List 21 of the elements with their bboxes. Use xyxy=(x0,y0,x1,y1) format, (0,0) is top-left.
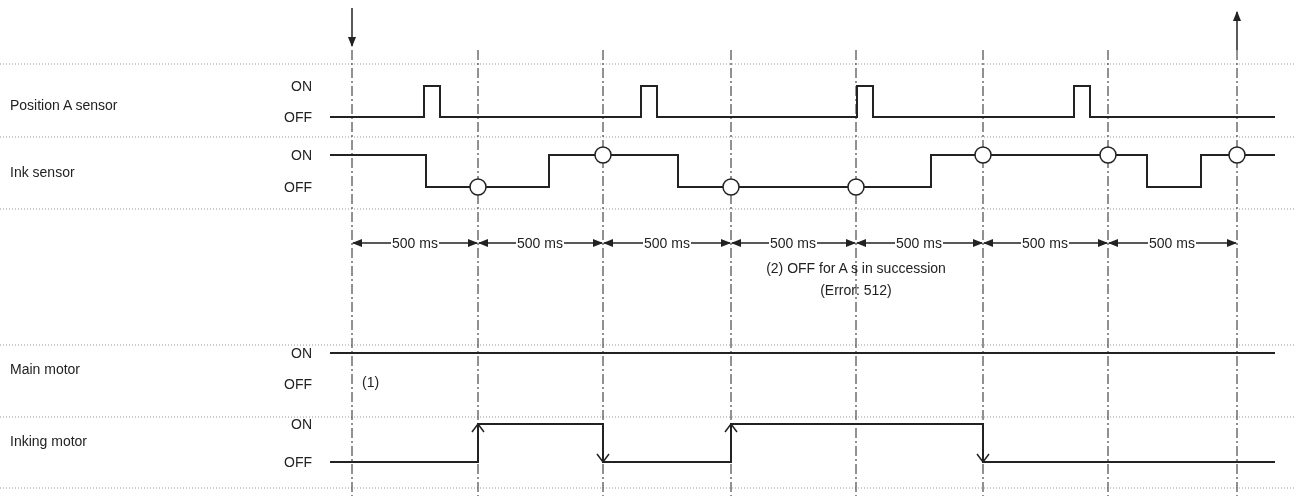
duration-label: 500 ms xyxy=(643,235,691,251)
state-label: ON xyxy=(291,147,312,163)
state-label: OFF xyxy=(284,179,312,195)
callout-number: (1) xyxy=(362,374,380,390)
state-label: OFF xyxy=(284,454,312,470)
signal-name: Position A sensor xyxy=(10,97,118,113)
state-label: ON xyxy=(291,345,312,361)
state-label: ON xyxy=(291,78,312,94)
duration-label: 500 ms xyxy=(391,235,439,251)
duration-label: 500 ms xyxy=(1021,235,1069,251)
state-label: OFF xyxy=(284,109,312,125)
signal-name: Ink sensor xyxy=(10,164,75,180)
duration-label: 500 ms xyxy=(895,235,943,251)
note-text: (2) OFF for A s in succession (Error: 512) xyxy=(765,259,947,300)
signal-name: Inking motor xyxy=(10,433,88,449)
duration-label: 500 ms xyxy=(1148,235,1196,251)
signal-name: Main motor xyxy=(10,361,81,377)
state-label: ON xyxy=(291,416,312,432)
state-label: OFF xyxy=(284,376,312,392)
duration-label: 500 ms xyxy=(516,235,564,251)
duration-label: 500 ms xyxy=(769,235,817,251)
